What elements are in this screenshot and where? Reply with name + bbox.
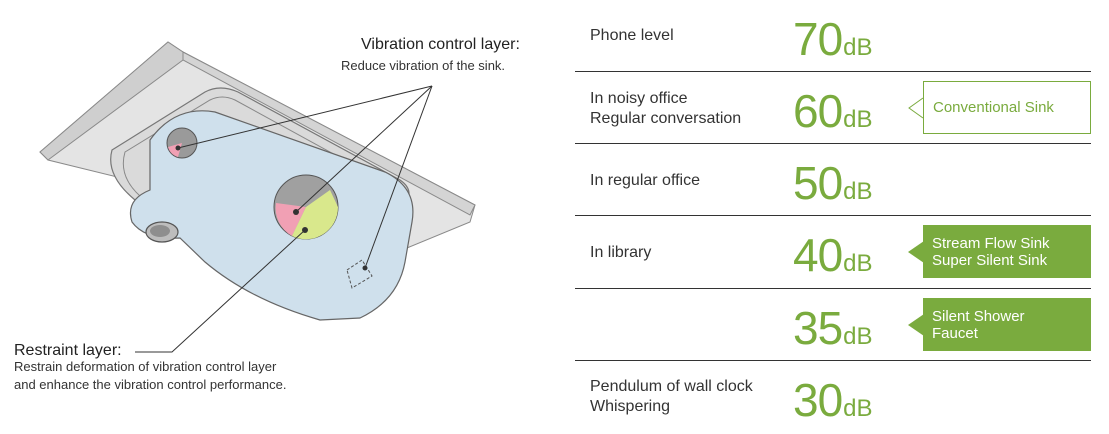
row-divider	[575, 288, 1091, 289]
silent-shower-faucet-tag: Silent Shower Faucet	[923, 298, 1091, 351]
tag-line2: Super Silent Sink	[932, 251, 1048, 269]
row-label-line2: Regular conversation	[590, 110, 742, 127]
tag-line1: Silent Shower	[932, 307, 1025, 325]
db-value: 60dB	[793, 85, 873, 137]
row-label: In noisy office Regular conversation	[590, 89, 741, 129]
row-label-line1: In noisy office	[590, 90, 688, 107]
level-row-50: In regular office 50dB	[575, 144, 1091, 215]
row-divider	[575, 215, 1091, 216]
db-value: 70dB	[793, 13, 873, 65]
drain-hole-inner	[150, 225, 170, 237]
db-value: 35dB	[793, 302, 873, 354]
level-row-70: Phone level 70dB	[575, 0, 1091, 71]
conventional-sink-tag: Conventional Sink	[923, 81, 1091, 134]
decibel-table: Phone level 70dB In noisy office Regular…	[575, 0, 1095, 429]
db-value: 50dB	[793, 157, 873, 209]
vibration-control-description: Reduce vibration of the sink.	[341, 58, 506, 73]
restraint-title: Restraint layer:	[14, 342, 122, 359]
steel-panel-front-edge	[182, 51, 476, 216]
level-row-60: In noisy office Regular conversation 60d…	[575, 72, 1091, 143]
row-label-line1: Pendulum of wall clock	[590, 378, 753, 395]
dashed-panel	[346, 259, 373, 289]
sink-illustration	[39, 41, 476, 353]
level-row-30: Pendulum of wall clock Whispering 30dB	[575, 361, 1091, 429]
row-label: Phone level	[590, 27, 674, 44]
vibration-control-title: Vibration control layer:	[361, 36, 520, 53]
leader-line	[295, 85, 433, 213]
tag-line2: Faucet	[932, 324, 978, 342]
tag-pointer	[908, 314, 924, 336]
sink-diagram: Vibration control layer: Reduce vibratio…	[14, 36, 520, 392]
row-divider	[575, 71, 1091, 72]
db-value: 30dB	[793, 374, 873, 426]
row-label: In library	[590, 244, 652, 261]
leader-line	[135, 229, 306, 353]
tag-pointer	[908, 97, 924, 119]
leader-line	[364, 85, 433, 269]
level-row-35: 35dB Silent Shower Faucet	[575, 289, 1091, 360]
restraint-description-line2: and enhance the vibration control perfor…	[14, 377, 287, 392]
restraint-description-line1: Restrain deformation of vibration contro…	[14, 359, 277, 374]
db-value: 40dB	[793, 229, 873, 281]
tag-pointer	[908, 241, 924, 263]
row-divider	[575, 360, 1091, 361]
tag-line1: Stream Flow Sink	[932, 234, 1050, 252]
large-cutaway-green	[292, 190, 339, 240]
row-label: Pendulum of wall clock Whispering	[590, 377, 753, 417]
level-row-40: In library 40dB Stream Flow Sink Super S…	[575, 216, 1091, 287]
row-divider	[575, 143, 1091, 144]
row-label: In regular office	[590, 172, 700, 189]
leader-line	[177, 85, 433, 149]
row-label-line2: Whispering	[590, 398, 671, 415]
stream-flow-sink-tag: Stream Flow Sink Super Silent Sink	[923, 225, 1091, 278]
vibration-control-layer	[129, 110, 414, 321]
